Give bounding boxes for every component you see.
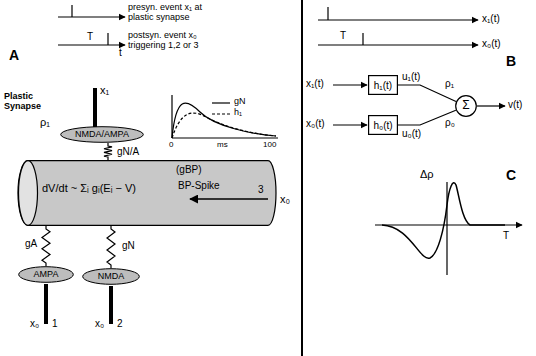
event-note: presyn. event x₁ at plastic synapse xyxy=(128,3,228,23)
edge-label: u₁(t) xyxy=(401,71,421,82)
axis-label: T xyxy=(503,230,509,241)
tick-label: 100 xyxy=(263,141,276,150)
legend-text: gN xyxy=(234,97,246,107)
signal-name: x₁(t) xyxy=(482,13,500,24)
dendrite-label: BP-Spike xyxy=(178,180,220,191)
time-axis xyxy=(318,44,478,45)
dendrite-cylinder: dV/dt ~ Σᵢ gᵢ(Eᵢ − V) (gBP) BP-Spike xyxy=(18,160,276,226)
node-text: h₀(t) xyxy=(373,120,392,131)
dendrite-label: (gBP) xyxy=(176,164,202,175)
event-note: postsyn. event x₀ triggering 1,2 or 3 xyxy=(128,31,228,51)
node-text: h₁(t) xyxy=(374,80,392,91)
output-arrow xyxy=(477,105,505,106)
receptor-ellipse: NMDA/AMPA xyxy=(60,126,144,143)
box-shape xyxy=(369,76,398,95)
synapse-bar xyxy=(109,286,113,324)
time-axis xyxy=(58,16,125,17)
conductance-spring xyxy=(42,226,50,266)
synapse-bar xyxy=(93,88,97,128)
sum-circle: Σ xyxy=(455,95,477,117)
interval-label: T xyxy=(340,30,346,41)
node-text: AMPA xyxy=(34,270,59,280)
tick-label: 0 xyxy=(169,141,173,150)
callout-number: 1 xyxy=(52,318,58,329)
cylinder-end xyxy=(19,161,38,226)
conductance-spring xyxy=(104,143,112,160)
node-text: NMDA xyxy=(98,272,125,282)
input-arrow xyxy=(333,124,367,125)
interval-label: T xyxy=(87,31,93,42)
signal-name: v(t) xyxy=(508,99,522,110)
callout-number: 2 xyxy=(117,318,123,329)
weight-label: ρ₀ xyxy=(445,117,455,128)
panel-divider xyxy=(301,0,303,356)
legend-text: h₁ xyxy=(234,108,242,118)
circle-shape xyxy=(456,96,477,117)
weight-label: ρ₁ xyxy=(445,78,454,89)
stdp-curve xyxy=(382,183,505,259)
h1-curve xyxy=(172,113,276,138)
panel-letter: A xyxy=(9,48,19,63)
box-shape xyxy=(369,116,398,135)
gn-curve xyxy=(172,103,276,138)
legend-line xyxy=(212,102,230,103)
synapse-bar xyxy=(44,284,48,324)
event-tick xyxy=(107,33,108,45)
signal-name: x₀ xyxy=(280,193,290,205)
axis-label: Δρ xyxy=(420,168,434,180)
filter-box: h₀(t) xyxy=(368,115,398,135)
signal-name: x₀ xyxy=(95,318,104,329)
membrane-equation: dV/dt ~ Σᵢ gᵢ(Eᵢ − V) xyxy=(42,182,136,194)
edge-label: gN xyxy=(121,240,136,251)
axis-unit: ms xyxy=(217,141,228,150)
ellipse-shape xyxy=(61,127,144,143)
axis-label: t xyxy=(119,47,122,58)
signal-name: x₀(t) xyxy=(306,118,325,129)
edge-label: u₀(t) xyxy=(401,128,422,139)
synapse-label: Plastic Synapse xyxy=(4,92,52,112)
signal-name: x₀(t) xyxy=(482,38,501,49)
bp-spike-arrow xyxy=(190,198,268,200)
plot-axis xyxy=(172,137,278,138)
filter-box: h₁(t) xyxy=(368,75,398,95)
signal-name: x₁(t) xyxy=(306,78,324,89)
cylinder-body xyxy=(18,161,276,226)
edge-label: gN/A xyxy=(116,146,140,157)
receptor-ellipse: NMDA xyxy=(82,268,140,285)
conductance-spring xyxy=(107,226,115,268)
edge-label: gA xyxy=(24,238,38,249)
callout-number: 3 xyxy=(258,184,264,195)
time-axis xyxy=(58,44,125,45)
legend-line xyxy=(212,113,230,114)
signal-name: x₁ xyxy=(100,84,109,96)
ellipse-shape xyxy=(19,267,74,283)
receptor-ellipse: AMPA xyxy=(18,266,74,283)
node-text: Σ xyxy=(462,99,469,112)
input-arrow xyxy=(333,84,367,85)
ellipse-shape xyxy=(83,269,140,285)
event-tick xyxy=(327,7,328,20)
panel-letter: C xyxy=(506,168,516,183)
panel-letter: B xyxy=(506,54,516,69)
signal-name: x₀ xyxy=(30,318,39,329)
node-text: NMDA/AMPA xyxy=(75,130,129,140)
event-tick xyxy=(362,33,363,45)
time-axis xyxy=(318,19,478,20)
event-tick xyxy=(71,5,72,17)
plot-axis xyxy=(446,182,447,275)
weight-label: ρ₁ xyxy=(40,116,50,128)
